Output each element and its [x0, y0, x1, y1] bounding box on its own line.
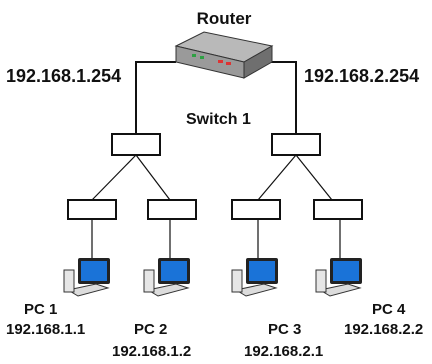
link-sw2-box4 [295, 154, 333, 201]
router-label: Router [197, 9, 252, 28]
link-router-left [135, 61, 176, 134]
switch-right-box [271, 133, 321, 156]
node-box-4 [313, 199, 363, 220]
pc3-ip: 192.168.2.1 [244, 343, 323, 360]
switch-left-box [111, 133, 161, 156]
router-port-right-ip: 192.168.2.254 [304, 66, 419, 86]
pc4-ip: 192.168.2.2 [344, 321, 423, 338]
node-box-1 [67, 199, 117, 220]
pc1-computer-icon [63, 258, 110, 297]
pc2-name: PC 2 [134, 321, 167, 338]
router-port-left-ip: 192.168.1.254 [6, 66, 121, 86]
router-icon [174, 31, 274, 79]
link-sw2-box3 [257, 154, 297, 201]
link-router-right [264, 61, 297, 134]
pc3-computer-icon [231, 258, 278, 297]
node-box-3 [231, 199, 281, 220]
node-box-2 [147, 199, 197, 220]
pc2-ip: 192.168.1.2 [112, 343, 191, 360]
pc1-ip: 192.168.1.1 [6, 321, 85, 338]
pc3-name: PC 3 [268, 321, 301, 338]
connections [91, 61, 341, 262]
switch-label: Switch 1 [186, 111, 251, 128]
pc2-computer-icon [143, 258, 190, 297]
link-sw1-box1 [91, 154, 137, 201]
link-sw1-box2 [135, 154, 171, 201]
pc4-computer-icon [315, 258, 362, 297]
pc4-name: PC 4 [372, 301, 406, 318]
pc1-name: PC 1 [24, 301, 57, 318]
